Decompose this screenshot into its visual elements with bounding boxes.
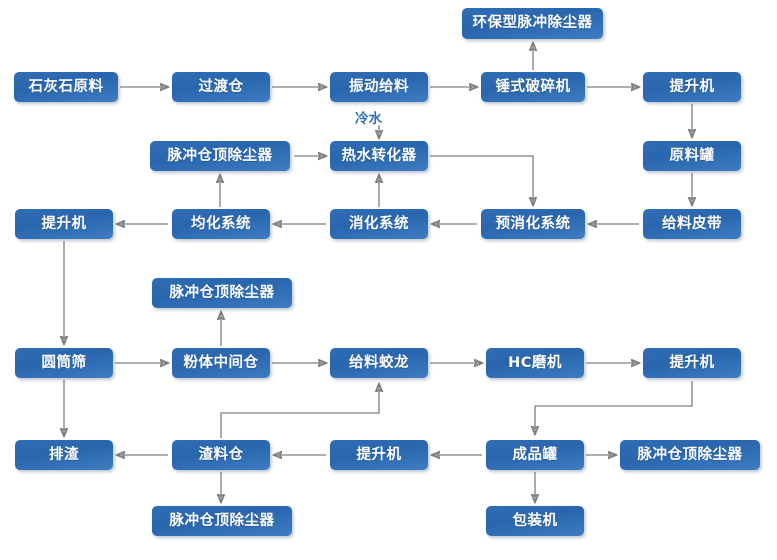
node-pre-digestion-system[interactable]: 预消化系统 — [481, 209, 585, 239]
node-homogenizing-system[interactable]: 均化系统 — [172, 209, 270, 239]
node-label: 提升机 — [669, 354, 715, 371]
node-label: 脉冲仓顶除尘器 — [167, 147, 273, 164]
node-label: 脉冲仓顶除尘器 — [637, 446, 743, 463]
node-label: 均化系统 — [191, 215, 251, 232]
node-elevator-3[interactable]: 提升机 — [643, 348, 741, 378]
edge-slagbin-to-screwfeeder — [220, 384, 379, 438]
node-pulse-bin-top-dust-collector-2[interactable]: 脉冲仓顶除尘器 — [152, 278, 292, 308]
edge-hotwater-to-predigest — [430, 155, 533, 205]
node-label: HC磨机 — [508, 354, 562, 371]
node-label: 石灰石原料 — [28, 78, 104, 95]
node-feeding-belt[interactable]: 给料皮带 — [643, 209, 741, 239]
node-label: 粉体中间仓 — [183, 354, 259, 371]
node-label: 环保型脉冲除尘器 — [472, 15, 593, 32]
node-label: 圆筒筛 — [41, 354, 87, 371]
edge-elevator3-to-producttank — [535, 381, 693, 434]
node-label: 消化系统 — [349, 215, 409, 232]
node-label: 振动给料 — [349, 78, 409, 95]
node-label: 过渡仓 — [198, 78, 244, 95]
node-label: 排渣 — [49, 446, 79, 463]
node-limestone-raw-material[interactable]: 石灰石原料 — [14, 72, 118, 102]
node-product-tank[interactable]: 成品罐 — [486, 440, 584, 470]
node-label: 渣料仓 — [198, 446, 244, 463]
node-elevator-2[interactable]: 提升机 — [15, 209, 113, 239]
node-slag-bin[interactable]: 渣料仓 — [172, 440, 270, 470]
node-packing-machine[interactable]: 包装机 — [486, 506, 584, 536]
node-pulse-bin-top-dust-collector-3[interactable]: 脉冲仓顶除尘器 — [152, 506, 292, 536]
node-label: 提升机 — [669, 78, 715, 95]
node-digestion-system[interactable]: 消化系统 — [330, 209, 428, 239]
node-eco-pulse-dust-collector[interactable]: 环保型脉冲除尘器 — [462, 8, 603, 39]
node-elevator-1[interactable]: 提升机 — [643, 72, 741, 102]
node-label: 包装机 — [512, 512, 558, 529]
node-vibrating-feeder[interactable]: 振动给料 — [330, 72, 428, 102]
node-label: 给料蛟龙 — [349, 354, 409, 371]
node-label: 提升机 — [41, 215, 87, 232]
node-slag-discharge[interactable]: 排渣 — [15, 440, 113, 470]
node-trommel-screen[interactable]: 圆筒筛 — [15, 348, 113, 378]
node-label: 锤式破碎机 — [495, 78, 571, 95]
node-screw-feeder[interactable]: 给料蛟龙 — [330, 348, 428, 378]
node-label: 提升机 — [356, 446, 402, 463]
node-label: 预消化系统 — [495, 215, 571, 232]
node-label: 给料皮带 — [662, 215, 722, 232]
node-hot-water-converter[interactable]: 热水转化器 — [330, 141, 428, 171]
node-powder-intermediate-bin[interactable]: 粉体中间仓 — [172, 348, 270, 378]
label-cold-water: 冷水 — [355, 111, 382, 127]
node-label: 脉冲仓顶除尘器 — [169, 512, 275, 529]
node-raw-material-tank[interactable]: 原料罐 — [643, 141, 741, 171]
node-transition-bin[interactable]: 过渡仓 — [172, 72, 270, 102]
node-hc-mill[interactable]: HC磨机 — [486, 348, 584, 378]
node-label: 原料罐 — [669, 147, 715, 164]
node-hammer-crusher[interactable]: 锤式破碎机 — [481, 72, 585, 102]
node-elevator-4[interactable]: 提升机 — [330, 440, 428, 470]
node-label: 成品罐 — [512, 446, 558, 463]
node-label: 脉冲仓顶除尘器 — [169, 284, 275, 301]
node-label: 热水转化器 — [341, 147, 417, 164]
node-pulse-bin-top-dust-collector-4[interactable]: 脉冲仓顶除尘器 — [620, 440, 760, 470]
node-pulse-bin-top-dust-collector-1[interactable]: 脉冲仓顶除尘器 — [150, 141, 290, 171]
